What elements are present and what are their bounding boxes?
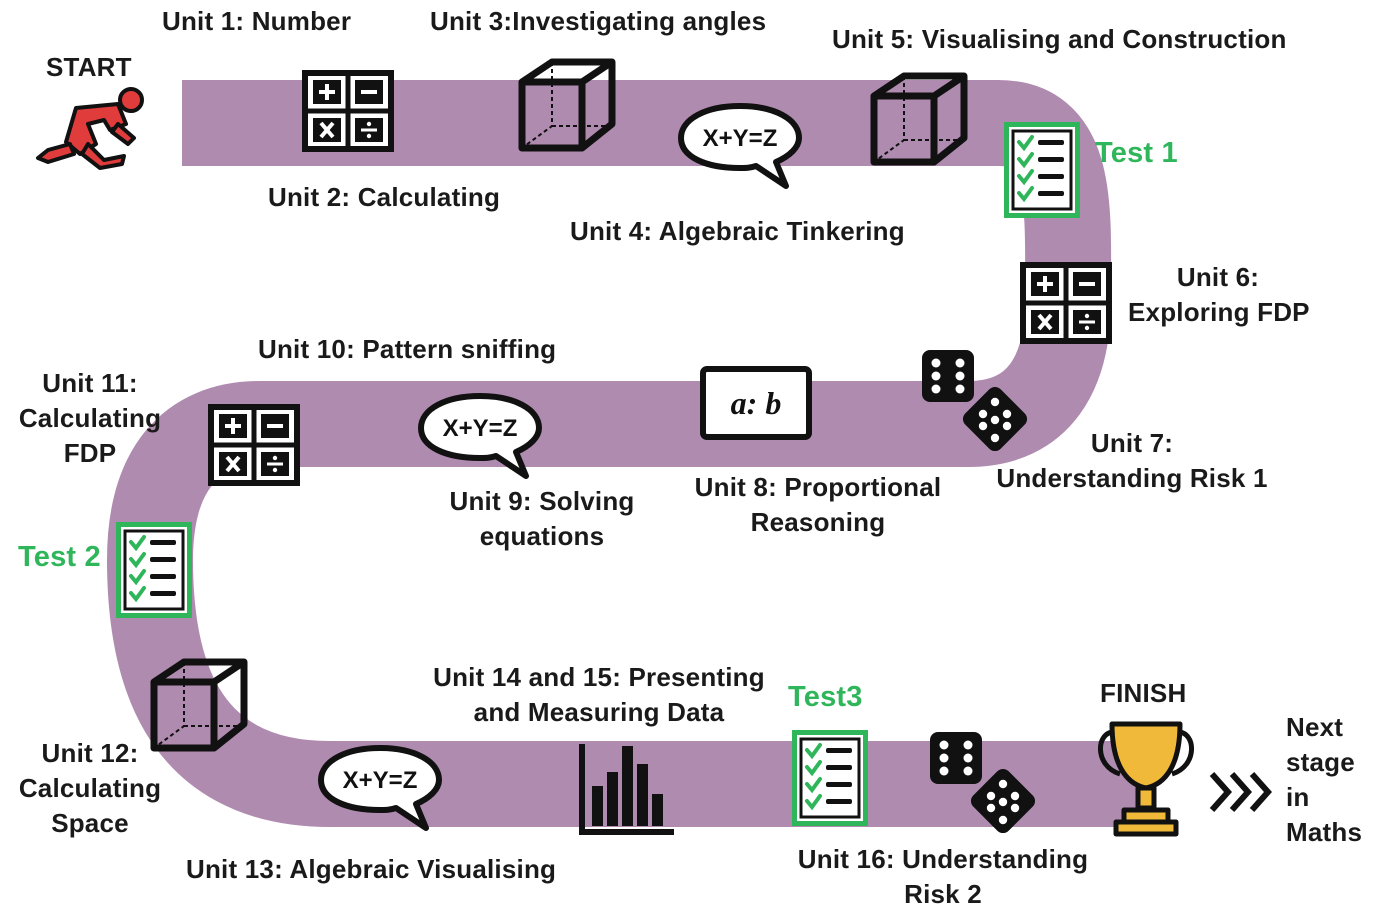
- next-stage-line-1: Next: [1286, 712, 1344, 742]
- dice-icon: [930, 732, 1036, 834]
- dice-icon: [922, 350, 1028, 452]
- ratio-text: a: b: [731, 385, 782, 421]
- unit-5-label: Unit 5: Visualising and Construction: [832, 24, 1287, 54]
- ratio-icon: a: b: [700, 366, 812, 440]
- unit-12-line-1: Unit 12:: [41, 738, 139, 768]
- next-stage-line-2: stage: [1286, 747, 1355, 778]
- unit-6-line-1: Unit 6:: [1176, 262, 1260, 292]
- cube-icon: [518, 58, 616, 152]
- unit-1-label: Unit 1: Number: [162, 6, 352, 36]
- unit-16-label: Unit 16: Understanding Risk 2: [790, 842, 1096, 912]
- operations-grid-icon: [1020, 262, 1112, 344]
- unit-11-line-3: FDP: [63, 438, 117, 469]
- checklist-icon: [116, 522, 192, 618]
- test-2-label: Test 2: [18, 541, 101, 573]
- test-3-label: Test3: [788, 681, 863, 713]
- unit-12-line-2: Calculating: [18, 773, 162, 804]
- equation-text: X+Y=Z: [703, 125, 778, 152]
- speech-bubble-icon: X+Y=Z: [678, 103, 802, 189]
- equation-text: X+Y=Z: [343, 767, 418, 794]
- unit-2-label: Unit 2: Calculating: [268, 182, 501, 212]
- unit-7-label: Unit 7: Understanding Risk 1: [994, 426, 1270, 496]
- unit-6-label: Unit 6: Exploring FDP: [1128, 260, 1310, 330]
- unit-9-line-2: equations: [479, 521, 605, 552]
- checklist-icon: [1004, 122, 1080, 218]
- unit-9-label: Unit 9: Solving equations: [442, 484, 642, 554]
- cube-icon: [150, 658, 248, 752]
- unit-11-label: Unit 11: Calculating FDP: [14, 366, 166, 471]
- equation-text: X+Y=Z: [443, 415, 518, 442]
- cube-icon: [870, 72, 968, 166]
- unit-13-label: Unit 13: Algebraic Visualising: [186, 854, 557, 884]
- unit-12-line-3: Space: [51, 808, 129, 839]
- test-1-label: Test 1: [1095, 137, 1178, 169]
- unit-7-line-2: Understanding Risk 1: [996, 463, 1268, 494]
- next-stage-label: Next stage in Maths: [1286, 710, 1362, 850]
- triple-chevron-icon: [1209, 772, 1272, 812]
- speech-bubble-icon: X+Y=Z: [318, 745, 442, 831]
- speech-bubble-icon: X+Y=Z: [418, 393, 542, 479]
- next-stage-line-4: Maths: [1286, 817, 1363, 848]
- runner-icon: [36, 87, 144, 170]
- unit-11-line-1: Unit 11:: [42, 368, 138, 398]
- unit-8-line-1: Unit 8: Proportional: [694, 472, 942, 502]
- trophy-icon: [1098, 721, 1194, 837]
- checklist-icon: [792, 730, 868, 826]
- unit-11-line-2: Calculating: [18, 403, 162, 434]
- unit-7-line-1: Unit 7:: [1090, 428, 1174, 458]
- unit-8-line-2: Reasoning: [750, 507, 886, 538]
- bar-chart-icon: [579, 744, 674, 835]
- unit-14-15-line-1: Unit 14 and 15: Presenting: [433, 662, 765, 692]
- unit-9-line-1: Unit 9: Solving: [449, 486, 635, 516]
- next-stage-line-3: in: [1286, 782, 1310, 813]
- unit-14-15-label: Unit 14 and 15: Presenting and Measuring…: [424, 660, 774, 730]
- operations-grid-icon: [302, 70, 394, 152]
- unit-16-line-2: Risk 2: [904, 879, 982, 910]
- unit-16-line-1: Unit 16: Understanding: [797, 844, 1089, 874]
- unit-4-label: Unit 4: Algebraic Tinkering: [570, 216, 905, 246]
- operations-grid-icon: [208, 404, 300, 486]
- unit-6-line-2: Exploring FDP: [1128, 297, 1310, 328]
- start-label: START: [46, 52, 132, 82]
- unit-8-label: Unit 8: Proportional Reasoning: [686, 470, 950, 540]
- finish-label: FINISH: [1100, 678, 1187, 708]
- unit-10-label: Unit 10: Pattern sniffing: [258, 334, 557, 364]
- unit-12-label: Unit 12: Calculating Space: [14, 736, 166, 841]
- unit-14-15-line-2: and Measuring Data: [473, 697, 725, 728]
- unit-3-label: Unit 3:Investigating angles: [430, 6, 767, 36]
